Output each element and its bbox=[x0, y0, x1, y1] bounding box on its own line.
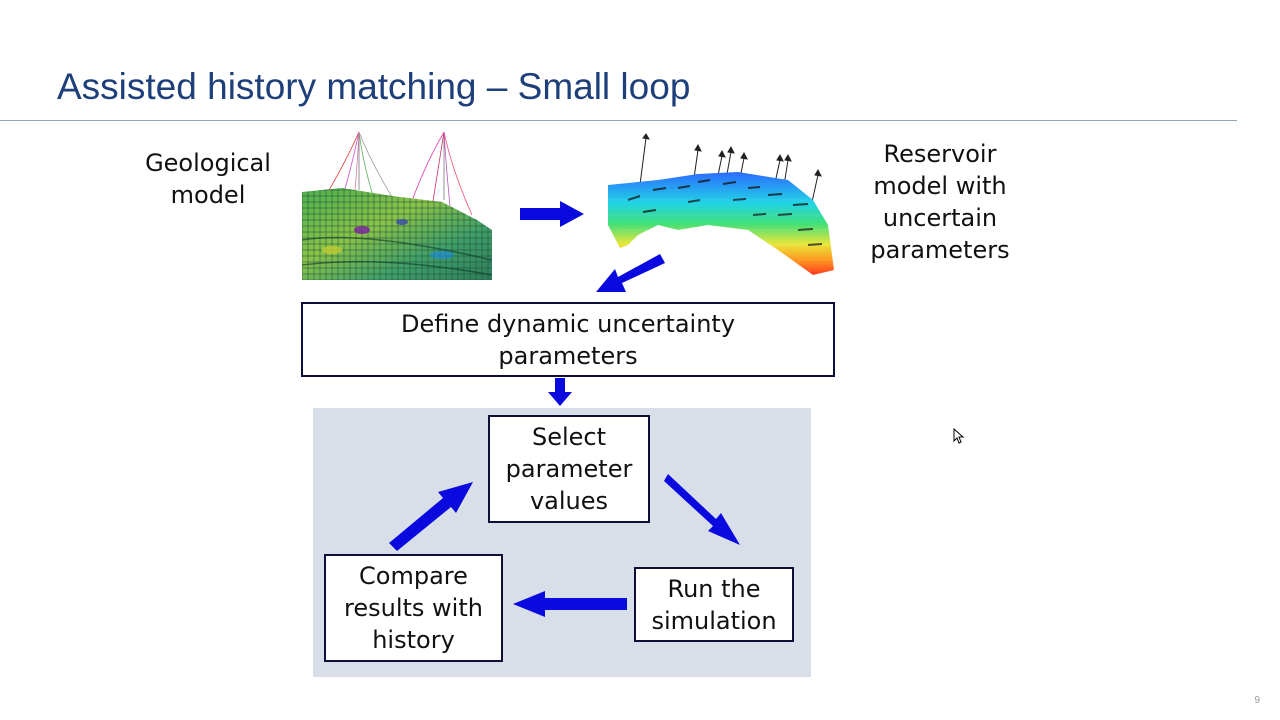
select-parameter-values-box: Select parameter values bbox=[488, 415, 650, 523]
reservoir-model-label: Reservoir model with uncertain parameter… bbox=[870, 140, 1010, 264]
geological-model-label: Geological model bbox=[145, 149, 271, 209]
compare-results-box: Compare results with history bbox=[324, 554, 503, 662]
reservoir-model-image bbox=[598, 130, 838, 280]
arrow-define-to-loop bbox=[548, 378, 572, 406]
page-number: 9 bbox=[1254, 695, 1260, 706]
arrow-geo-to-reservoir bbox=[520, 201, 584, 227]
slide-title: Assisted history matching – Small loop bbox=[57, 66, 691, 107]
define-uncertainty-box: Define dynamic uncertainty parameters bbox=[301, 302, 835, 377]
mouse-pointer-icon bbox=[953, 427, 965, 448]
run-simulation-box: Run the simulation bbox=[634, 567, 794, 642]
title-divider bbox=[0, 120, 1237, 121]
geological-model-image bbox=[301, 130, 493, 282]
